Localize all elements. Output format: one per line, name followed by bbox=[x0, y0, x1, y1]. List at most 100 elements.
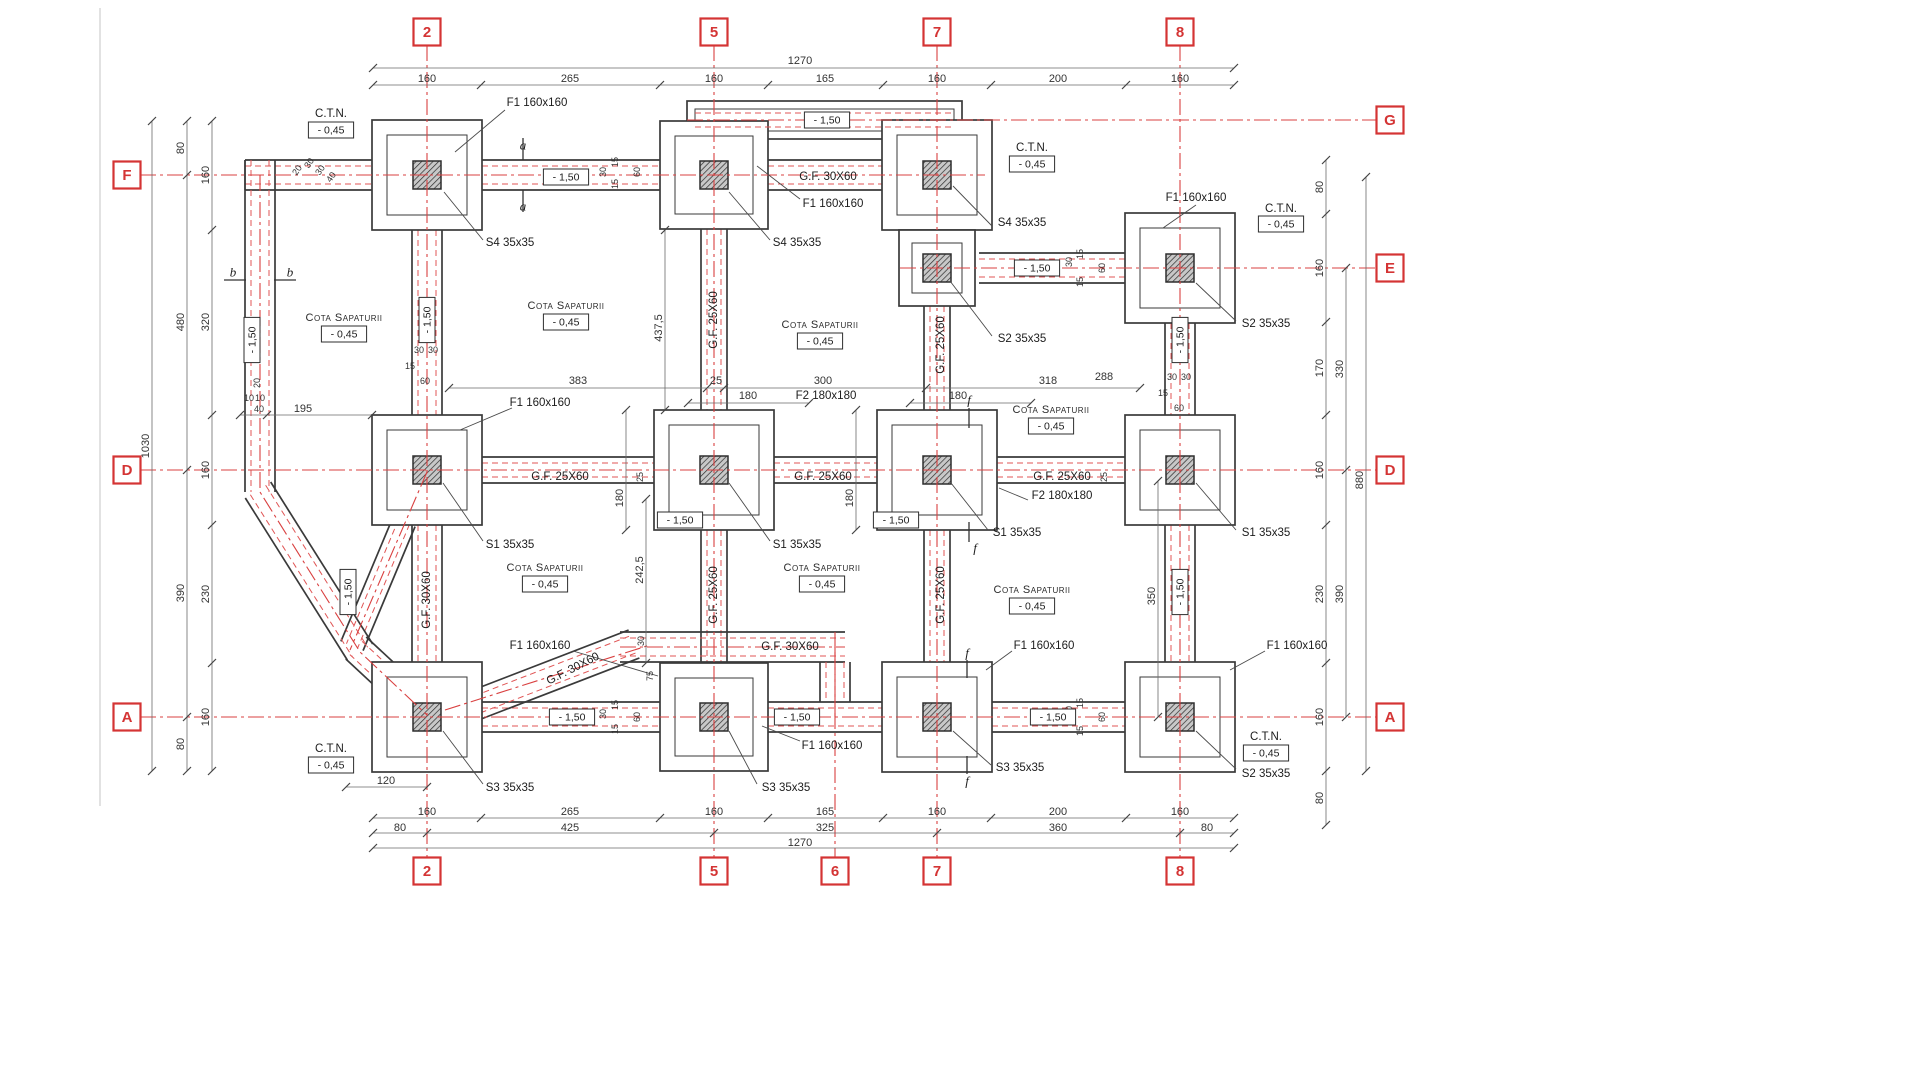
dimension-text: 15 bbox=[610, 700, 620, 710]
dimension-text: 300 bbox=[814, 375, 832, 387]
dimension-text: 180 bbox=[739, 390, 757, 402]
element-label: C.T.N. bbox=[1265, 203, 1297, 215]
dimension-tick bbox=[476, 813, 486, 823]
dimension-tick bbox=[851, 405, 861, 415]
beam-edge-line bbox=[346, 519, 399, 644]
level-value-text: - 0,45 bbox=[1038, 421, 1065, 433]
grid-bubble-label: 8 bbox=[1176, 863, 1184, 880]
dimension-tick bbox=[235, 410, 245, 420]
dimension-tick bbox=[182, 465, 192, 475]
dimension-tick bbox=[1229, 813, 1239, 823]
label-leader-line bbox=[728, 730, 758, 785]
label-leader-line bbox=[1162, 204, 1197, 229]
dimension-tick bbox=[1121, 80, 1131, 90]
level-value-box: - 0,45 bbox=[307, 756, 355, 774]
dimension-text: 40 bbox=[254, 404, 264, 414]
dimension-tick bbox=[1321, 658, 1331, 668]
level-value-box: - 0,45 bbox=[1257, 215, 1305, 233]
level-value-text: - 0,45 bbox=[1019, 601, 1046, 613]
dimension-tick bbox=[368, 813, 378, 823]
beam-label: G.F. 25X60 bbox=[708, 291, 720, 349]
dimension-text: 160 bbox=[1314, 461, 1326, 479]
dimension-text: 30 bbox=[1181, 372, 1191, 382]
beam-edge-line bbox=[269, 481, 374, 645]
dimension-tick bbox=[655, 80, 665, 90]
dimension-tick bbox=[182, 712, 192, 722]
grid-bubble-8: 8 bbox=[1165, 856, 1195, 886]
beam-label: G.F. 30X60 bbox=[799, 171, 857, 183]
label-leader-line bbox=[442, 730, 484, 785]
level-value-box: - 0,45 bbox=[307, 121, 355, 139]
level-value-text: - 1,50 bbox=[883, 515, 910, 527]
level-value-frame bbox=[1008, 155, 1056, 173]
foundation-geometry-layer bbox=[244, 100, 1236, 773]
grid-bubble-5: 5 bbox=[699, 17, 729, 47]
dimension-tick bbox=[1361, 766, 1371, 776]
dimension-text: 30 bbox=[598, 709, 608, 719]
excavation-level-label: Cota Sapaturii bbox=[782, 319, 859, 331]
level-value-box: - 1,50 bbox=[1171, 568, 1189, 616]
dimension-text: 60 bbox=[632, 167, 642, 177]
dimension-text: 30 bbox=[1064, 257, 1074, 267]
dimension-tick bbox=[878, 80, 888, 90]
dimension-text: 165 bbox=[816, 806, 834, 818]
label-leader-line bbox=[985, 650, 1013, 671]
level-value-frame bbox=[1013, 259, 1061, 277]
dimension-text: 437,5 bbox=[653, 314, 665, 342]
beam-edge-line bbox=[462, 629, 629, 695]
dimension-text: 30 bbox=[1167, 372, 1177, 382]
beam-label: G.F. 25X60 bbox=[794, 471, 852, 483]
grid-bubble-frame bbox=[412, 17, 442, 47]
level-value-box: - 0,45 bbox=[1008, 597, 1056, 615]
element-label: F1 160x160 bbox=[803, 198, 864, 210]
element-label: F2 180x180 bbox=[796, 390, 857, 402]
dimension-text: 350 bbox=[1146, 587, 1158, 605]
level-value-frame bbox=[243, 316, 261, 364]
level-value-frame bbox=[521, 575, 569, 593]
dimension-tick bbox=[1175, 828, 1185, 838]
level-value-box: - 1,50 bbox=[656, 511, 704, 529]
level-value-frame bbox=[320, 325, 368, 343]
dimension-text: 60 bbox=[420, 376, 430, 386]
dimension-text: 1270 bbox=[788, 55, 812, 67]
label-leader-line bbox=[950, 482, 989, 531]
dimension-text: 60 bbox=[1097, 263, 1107, 273]
dimension-tick bbox=[368, 843, 378, 853]
dimension-text: 15 bbox=[1075, 249, 1085, 259]
grid-bubble-frame bbox=[1375, 702, 1405, 732]
dimension-tick bbox=[207, 410, 217, 420]
dimension-text: 160 bbox=[928, 806, 946, 818]
dimension-tick bbox=[905, 398, 915, 408]
level-value-frame bbox=[656, 511, 704, 529]
dimension-text: 15 bbox=[1158, 388, 1168, 398]
dimension-tick bbox=[1341, 263, 1351, 273]
section-mark-label: a bbox=[520, 138, 527, 153]
grid-bubble-label: E bbox=[1385, 260, 1395, 277]
dimension-tick bbox=[1135, 383, 1145, 393]
dimension-text: 200 bbox=[1049, 806, 1067, 818]
beam-label: G.F. 25X60 bbox=[531, 471, 589, 483]
dimension-text: 160 bbox=[200, 461, 212, 479]
dimension-tick bbox=[986, 80, 996, 90]
dimension-tick bbox=[709, 828, 719, 838]
dimension-tick bbox=[660, 225, 670, 235]
dimension-text: 160 bbox=[705, 73, 723, 85]
dimension-text: 30 bbox=[636, 636, 646, 646]
grid-bubble-frame bbox=[412, 856, 442, 886]
grid-bubble-frame bbox=[112, 160, 142, 190]
dimension-tick bbox=[932, 828, 942, 838]
label-leader-line bbox=[761, 725, 801, 742]
grid-bubble-A: A bbox=[112, 702, 142, 732]
dimension-text: 160 bbox=[200, 708, 212, 726]
element-label: S1 35x35 bbox=[486, 539, 535, 551]
dimension-tick bbox=[921, 383, 931, 393]
beam-edge-line bbox=[244, 497, 349, 661]
label-leader-line bbox=[952, 185, 993, 227]
level-value-text: - 1,50 bbox=[1175, 578, 1187, 605]
dimension-tick bbox=[1321, 410, 1331, 420]
dimension-text: 15 bbox=[1075, 698, 1085, 708]
level-value-box: - 1,50 bbox=[803, 111, 851, 129]
level-value-text: - 0,45 bbox=[809, 579, 836, 591]
level-value-text: - 1,50 bbox=[343, 578, 355, 605]
dimension-tick bbox=[1321, 209, 1331, 219]
